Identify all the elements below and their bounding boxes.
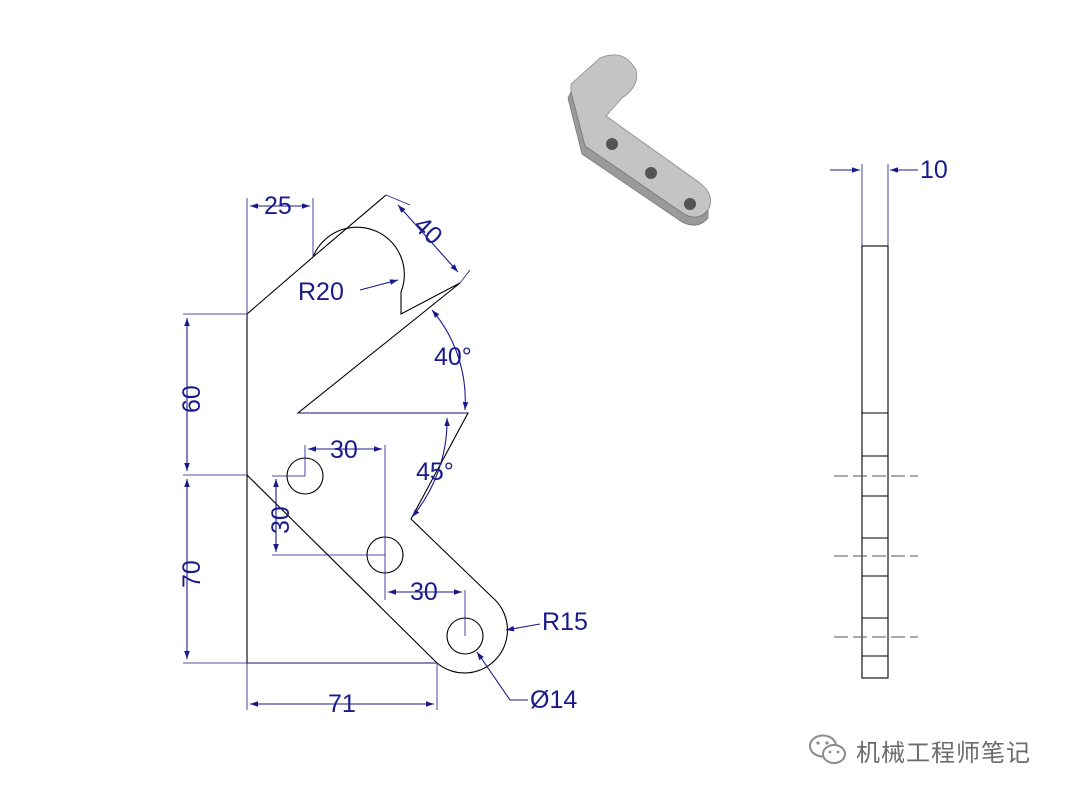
dim-text-30-vert: 30 xyxy=(267,506,295,534)
ext-lines xyxy=(183,194,471,710)
side-view-outline xyxy=(861,245,889,679)
dim-text-71: 71 xyxy=(328,690,356,718)
iso-hole-3 xyxy=(684,198,696,210)
dim-arc-45deg xyxy=(411,417,450,518)
part-outline xyxy=(246,226,509,674)
iso-side-face xyxy=(567,90,709,226)
dim-text-25: 25 xyxy=(264,192,292,220)
wechat-icon xyxy=(809,734,846,764)
dim-text-r15: R15 xyxy=(542,608,588,636)
iso-hole-2 xyxy=(645,167,657,179)
dim-text-10: 10 xyxy=(920,156,948,184)
dim-text-40deg: 40° xyxy=(434,343,472,371)
dim-arc-40deg xyxy=(431,309,469,411)
side-view-lines xyxy=(862,412,888,657)
dim-line-r15 xyxy=(505,623,541,632)
dim-text-60: 60 xyxy=(178,385,206,413)
side-view: 10 xyxy=(830,156,948,679)
iso-hole-1 xyxy=(606,138,618,150)
isometric-view xyxy=(567,54,712,226)
dim-text-40: 40 xyxy=(408,211,447,250)
dim-text-r20: R20 xyxy=(298,278,344,306)
side-ext-lines xyxy=(861,164,889,246)
dim-text-70: 70 xyxy=(178,560,206,588)
watermark-text: 机械工程师笔记 xyxy=(856,738,1031,767)
dim-line-r20 xyxy=(359,279,399,291)
slot-inner-edge xyxy=(312,194,387,258)
dim-text-30-lower: 30 xyxy=(410,578,438,606)
dim-text-45deg: 45° xyxy=(416,458,454,486)
watermark: 机械工程师笔记 xyxy=(808,730,1031,770)
dim-text-30-top: 30 xyxy=(330,436,358,464)
dim-text-dia14: Ø14 xyxy=(530,686,577,714)
front-view: 25 40 R20 60 40° 30 45° 30 70 30 R15 71 … xyxy=(178,192,588,718)
dim-line-dia14 xyxy=(476,651,528,701)
dim-line-40 xyxy=(397,204,459,273)
